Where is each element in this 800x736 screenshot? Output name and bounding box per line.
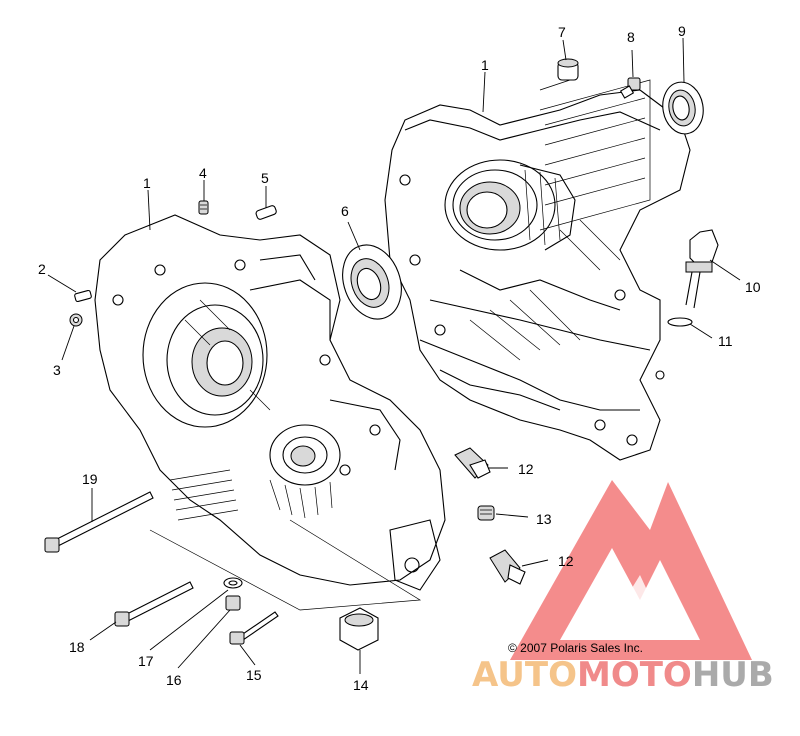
- part-15-bolt: [229, 611, 279, 645]
- part-19-long-bolt: [44, 491, 154, 553]
- callout-1-right: 1: [481, 57, 489, 73]
- svg-text:AUTOMOTOHUB: AUTOMOTOHUB: [472, 655, 774, 695]
- callout-9: 9: [678, 23, 686, 39]
- watermark-part1: AUTO: [472, 655, 577, 695]
- callout-14: 14: [353, 677, 369, 693]
- copyright-text: © 2007 Polaris Sales Inc.: [508, 641, 643, 655]
- watermark-part2: MOTO: [577, 655, 692, 695]
- left-crankcase-half: [94, 214, 446, 611]
- part-16-drain-plug: [225, 595, 241, 611]
- part-3-nut: [69, 313, 83, 327]
- watermark-part3: HUB: [692, 655, 774, 695]
- leader-lines: [47, 37, 741, 674]
- callout-18: 18: [69, 639, 85, 655]
- part-10-dipstick: [685, 229, 719, 309]
- watermark-inner-g: [600, 575, 670, 640]
- callout-8: 8: [627, 29, 635, 45]
- callout-labels: 1 1 2 3 4 5 6 7 8 9 10 11 12 13 12 14 15…: [38, 23, 761, 693]
- watermark-logo: [510, 480, 752, 660]
- part-18-bolt: [114, 581, 194, 627]
- callout-4: 4: [199, 165, 207, 181]
- part-6-bearing: [342, 244, 402, 320]
- part-2-dowel-pin: [74, 289, 92, 303]
- part-17-washer: [223, 577, 243, 589]
- part-4-set-screw: [198, 200, 209, 215]
- part-11-o-ring: [667, 317, 693, 327]
- part-12-fitting-lower: [489, 549, 526, 585]
- watermark-wordmark: AUTOMOTOHUB: [472, 655, 774, 695]
- callout-19: 19: [82, 471, 98, 487]
- part-7-cap: [557, 58, 579, 81]
- callout-7: 7: [558, 24, 566, 40]
- part-8-bolt: [619, 77, 641, 99]
- part-14-oil-fitting: [339, 607, 379, 651]
- callout-17: 17: [138, 653, 154, 669]
- part-9-seal: [662, 81, 704, 135]
- callout-16: 16: [166, 672, 182, 688]
- callout-6: 6: [341, 203, 349, 219]
- callout-12-lower: 12: [558, 553, 574, 569]
- part-12-fitting-upper: [454, 447, 491, 479]
- callout-13: 13: [536, 511, 552, 527]
- callout-15: 15: [246, 667, 262, 683]
- callout-11: 11: [718, 333, 733, 349]
- watermark-triangle: [510, 480, 752, 660]
- callout-10: 10: [745, 279, 761, 295]
- part-13-plug: [477, 505, 495, 521]
- callout-5: 5: [261, 170, 269, 186]
- callout-12-upper: 12: [518, 461, 534, 477]
- callout-1-left: 1: [143, 175, 151, 191]
- callout-3: 3: [53, 362, 61, 378]
- part-5-dowel-pin: [255, 205, 277, 220]
- callout-2: 2: [38, 261, 46, 277]
- right-crankcase-half: [384, 79, 691, 461]
